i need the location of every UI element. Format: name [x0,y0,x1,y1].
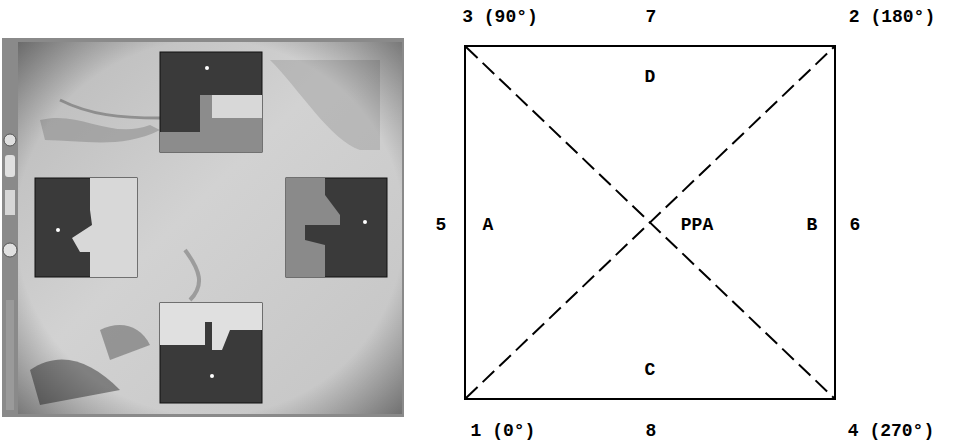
dial-icon [3,243,17,257]
fiducial-inset [286,178,387,277]
data-strip [5,155,15,177]
corner-label: 2 (180°) [847,8,937,28]
side-label: C [643,361,658,381]
fiducial-inset [35,178,137,277]
photo-ground [18,42,402,414]
fiducial-inset [160,52,262,152]
corner-label: 4 (270°) [846,422,936,442]
photo-frame [2,38,404,417]
side-number: 6 [848,216,863,236]
side-number: 8 [644,422,659,442]
corner-label: 1 (0°) [469,422,538,442]
data-strip [5,190,15,215]
center-label: PPA [679,216,715,236]
side-number: 7 [644,8,659,28]
corner-label: 3 (90°) [460,8,540,28]
side-label: D [643,68,658,88]
frame-square: D A PPA B C [464,45,836,400]
data-strip [6,300,14,410]
diagonal-line [466,47,834,398]
diagonal-line [466,47,834,398]
side-label: B [805,216,820,236]
photo-vignette [18,42,402,414]
fiducial-inset [160,303,262,403]
side-label: A [481,216,496,236]
dial-icon [4,134,16,146]
side-number: 5 [434,216,449,236]
